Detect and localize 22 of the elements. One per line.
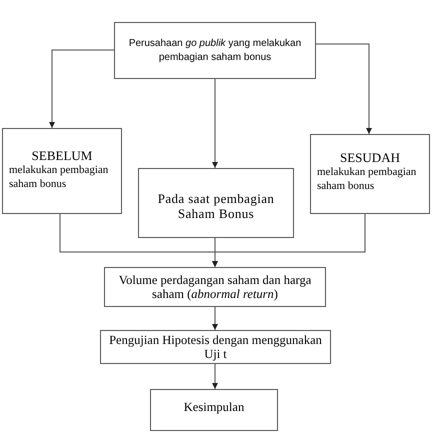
box-text: Perusahaan go publik yang melakukan pembagian saham bonus [128,36,302,64]
box-text: Kesimpulan [184,400,244,414]
process-box [114,22,316,79]
process-box [104,267,326,307]
arrow [212,214,366,268]
arrow [212,364,218,390]
box-text: Pengujian Hipotesis dengan menggunakan Uji t [109,333,322,361]
box-text: Pada saat pembagian Saham Bonus [156,191,276,221]
process-box [138,168,294,238]
process-box [310,134,430,214]
box-text: melakukan pembagian saham bonus [317,165,418,193]
arrow [212,78,218,168]
box-text: Volume perdagangan saham dan harga saham (abnormal return) [118,273,312,301]
box-text: melakukan pembagian saham bonus [9,163,110,191]
arrow [49,50,114,128]
box-heading: SESUDAH [340,151,400,165]
box-heading: SEBELUM [32,149,92,163]
arrow [316,44,372,134]
process-box [2,128,122,214]
arrow [212,306,218,330]
process-box [150,389,278,431]
process-box [100,330,331,364]
